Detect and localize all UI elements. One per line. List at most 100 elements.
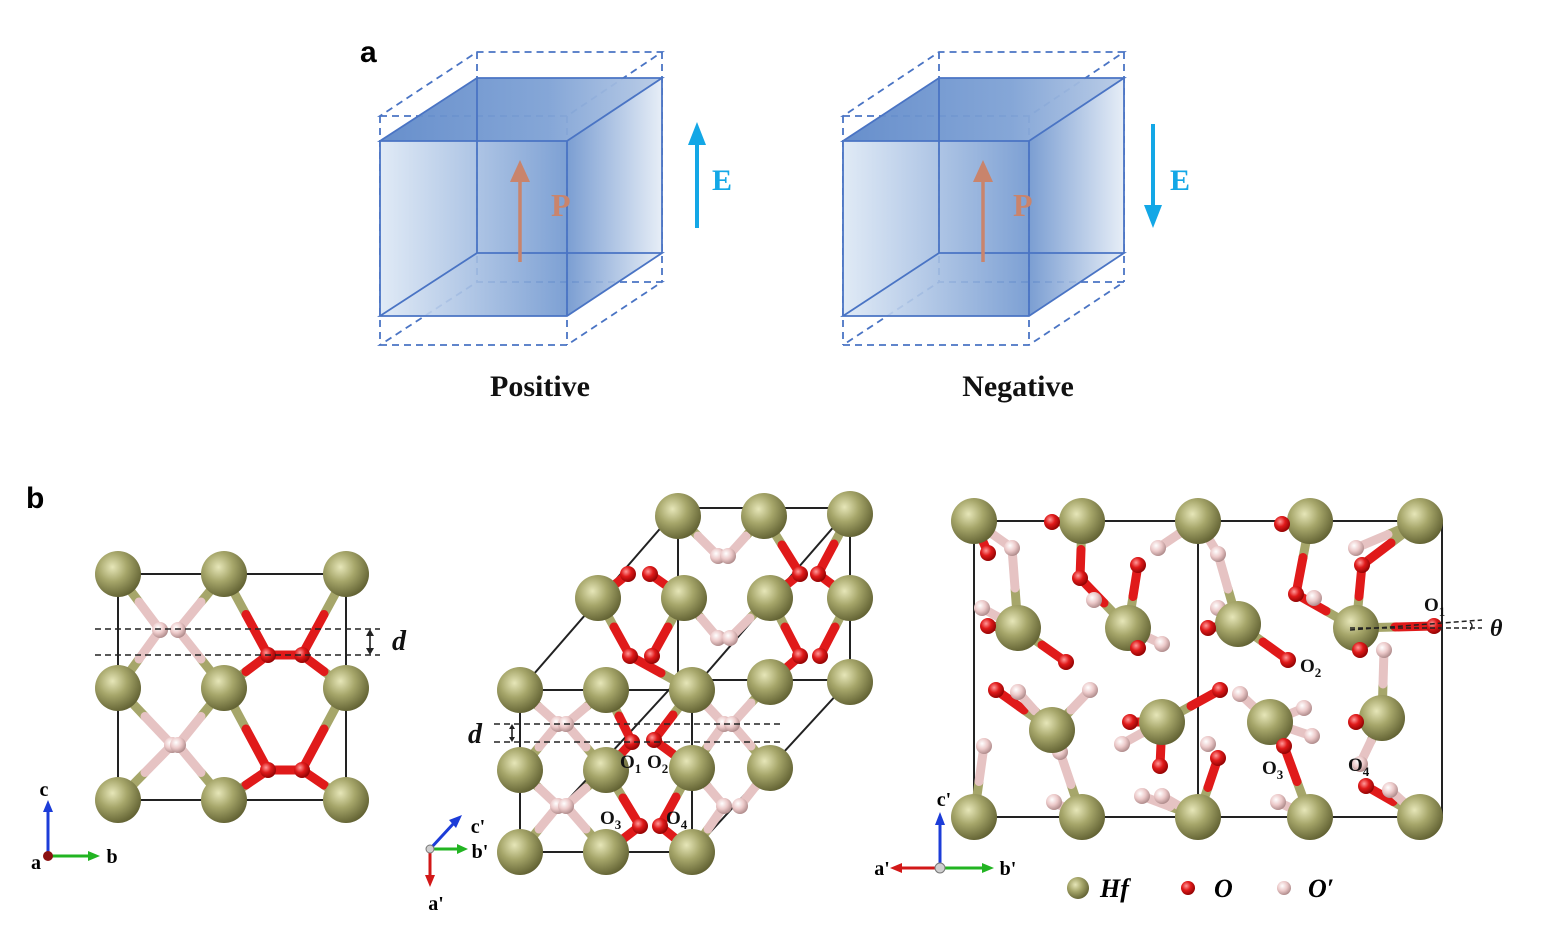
hf-atom [1287, 498, 1333, 544]
o-atom [1280, 652, 1296, 668]
o-label-o4: O4 [1348, 755, 1370, 779]
axis-label-c-prime: c' [471, 816, 485, 838]
axis-label-a-prime: a' [428, 893, 444, 915]
hf-atom [1175, 794, 1221, 840]
o-prime-atom [1376, 642, 1392, 658]
o-label-o1: O1 [1424, 595, 1445, 619]
hf-atom [747, 745, 793, 791]
o-atom [810, 566, 826, 582]
structure-view-2: d O1 O2 O3 O4 c' b' a' [425, 491, 873, 915]
hf-atom [951, 498, 997, 544]
legend-o-swatch [1181, 881, 1195, 895]
legend: Hf O O′ [1067, 874, 1334, 903]
hf-atom [323, 665, 369, 711]
o-atom [642, 566, 658, 582]
o-label-o3: O3 [1262, 758, 1284, 782]
o-atom [652, 818, 668, 834]
o-prime-atom [716, 798, 732, 814]
legend-hf-swatch [1067, 877, 1089, 899]
o-atom [1358, 778, 1374, 794]
hf-atom [1029, 707, 1075, 753]
o-prime-atom [170, 737, 186, 753]
hf-atom [583, 829, 629, 875]
axis-label-c-prime: c' [937, 789, 951, 811]
hf-atom [323, 777, 369, 823]
hf-atom [1139, 699, 1185, 745]
o-atom [1058, 654, 1074, 670]
hf-atom [95, 777, 141, 823]
hf-atom [201, 665, 247, 711]
o-atom [1152, 758, 1168, 774]
o-atom [294, 647, 310, 663]
o-atom [1044, 514, 1060, 530]
hf-atom [575, 575, 621, 621]
o-atom [980, 618, 996, 634]
o-atom [1354, 557, 1370, 573]
hf-atom [1059, 794, 1105, 840]
o-prime-atom [720, 548, 736, 564]
hf-atom [95, 665, 141, 711]
e-label: E [1170, 164, 1190, 197]
o-prime-atom [1304, 728, 1320, 744]
cube-negative: P E Negative [839, 51, 1190, 403]
atoms [497, 491, 873, 875]
o-prime-atom [1210, 546, 1226, 562]
hf-atom [323, 551, 369, 597]
o-atom [980, 545, 996, 561]
axis-label-b: b [106, 846, 117, 868]
o-atom [1130, 557, 1146, 573]
o-prime-atom [1114, 736, 1130, 752]
e-label: E [712, 164, 732, 197]
hf-atom [95, 551, 141, 597]
hf-atom [827, 491, 873, 537]
hf-atom [827, 575, 873, 621]
o-prime-atom [1004, 540, 1020, 556]
o-atom [1352, 642, 1368, 658]
hf-atom [669, 829, 715, 875]
axis-label-b-prime: b' [1000, 858, 1017, 880]
o-prime-atom [976, 738, 992, 754]
o-prime-atom [732, 798, 748, 814]
unit-cell-boxes [973, 520, 1443, 818]
o-prime-atom [152, 622, 168, 638]
legend-o-label: O [1214, 874, 1233, 903]
o-prime-atom [1082, 682, 1098, 698]
o-prime-atom [1200, 736, 1216, 752]
o-atom [632, 818, 648, 834]
o-prime-atom [1352, 756, 1368, 772]
hf-atom [747, 575, 793, 621]
o-prime-atom [724, 716, 740, 732]
o-prime-atom [1134, 788, 1150, 804]
o-atom [1130, 640, 1146, 656]
e-arrow-down [1144, 124, 1162, 228]
o-prime-atom [1154, 636, 1170, 652]
o-atom [792, 566, 808, 582]
legend-hf-label: Hf [1099, 874, 1131, 903]
o-atom [1212, 682, 1228, 698]
o-prime-atom [170, 622, 186, 638]
hf-atom [995, 605, 1041, 651]
hf-atom [669, 667, 715, 713]
d-spacing-marker [494, 723, 782, 743]
theta-label: θ [1490, 616, 1503, 642]
o-atom [1122, 714, 1138, 730]
o-atom [1276, 738, 1292, 754]
hf-atom [497, 667, 543, 713]
o-prime-atom [1306, 590, 1322, 606]
o-prime-atom [1382, 782, 1398, 798]
o-atom [1348, 714, 1364, 730]
o-prime-atom [710, 630, 726, 646]
hf-atom [1247, 699, 1293, 745]
o-prime-atom [974, 600, 990, 616]
o-prime-atom [722, 630, 738, 646]
p-label: P [1013, 187, 1033, 223]
hf-atom [1359, 695, 1405, 741]
o-atom [622, 648, 638, 664]
axis-label-b-prime: b' [472, 841, 489, 863]
d-label: d [468, 719, 483, 750]
o-prime-atom [1010, 684, 1026, 700]
hf-atom [1397, 498, 1443, 544]
d-label: d [392, 626, 407, 657]
axis-label-c: c [40, 779, 49, 801]
